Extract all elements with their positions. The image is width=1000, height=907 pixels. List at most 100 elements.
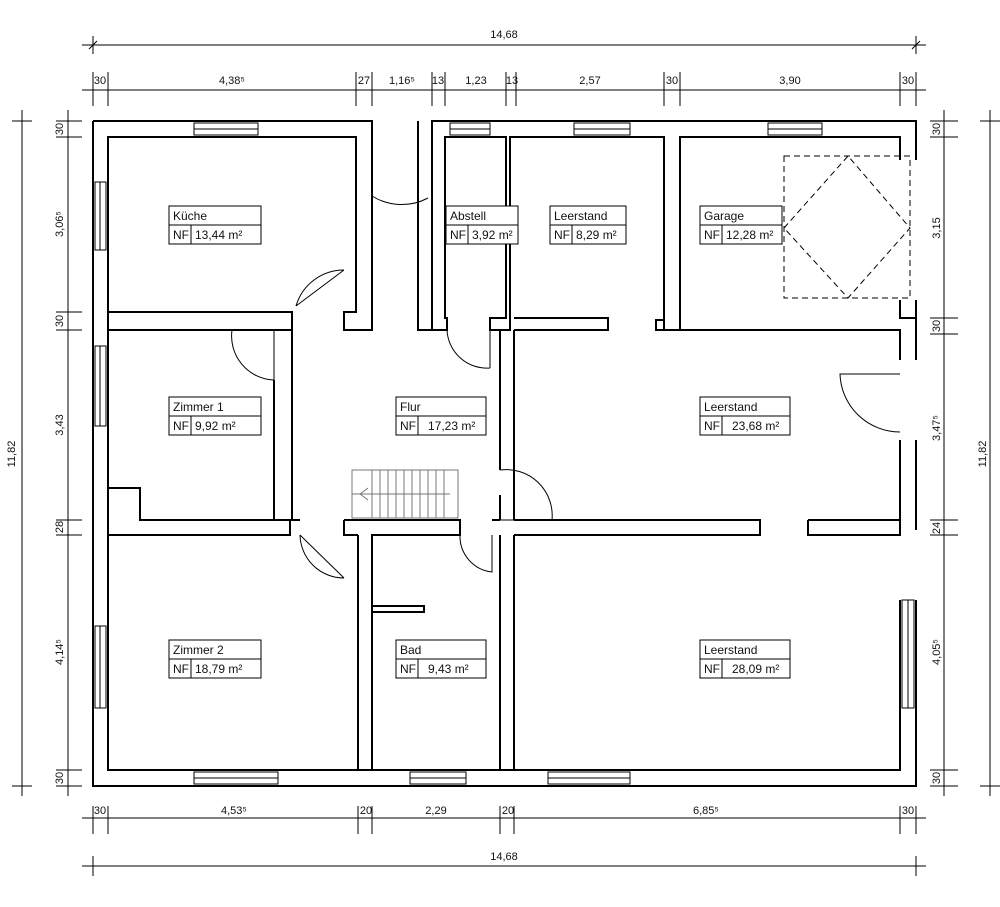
outer-wall-outline [92,120,917,787]
bottom-ticks [92,806,917,834]
room-label-leerstand-mid [699,396,791,436]
dim-top-4: 13 [432,75,444,87]
dim-top-0: 30 [94,75,106,87]
dim-left-4: 28 [54,521,66,533]
room-nf-kueche: NF [173,228,189,242]
room-label-leerstand-top [549,205,627,245]
dim-top-7: 2,57 [579,75,600,87]
room-name-garage: Garage [704,209,744,223]
inner-perimeter [107,136,916,771]
dim-right-3: 3,47⁵ [931,415,943,441]
room-area-leerstand-top: 8,29 m² [576,228,617,242]
room-area-bad: 9,43 m² [428,662,469,676]
dim-bottom-total: 14,68 [490,851,518,863]
dimension-texts: 14,68 30 4,38⁵ 27 1,16⁵ 13 1,23 13 2,57 … [6,29,989,863]
room-area-leerstand-mid: 23,68 m² [732,419,779,433]
room-label-bad [395,639,487,679]
dim-right-4: 24 [931,522,943,534]
room-label-garage [699,205,783,245]
door-abstell [446,329,491,369]
dim-left-0: 30 [54,123,66,135]
room-label-texts: Küche NF 13,44 m² Abstell NF 3,92 m² Lee… [173,209,779,676]
abstell-walls [417,121,433,331]
dim-right-total: 11,82 [977,441,989,468]
right-ticks [930,120,958,787]
room-label-zimmer2 [168,639,262,679]
walls [92,120,917,787]
dim-bottom-2: 20 [360,805,372,817]
room-label-abstell [445,205,519,245]
dim-top-total: 14,68 [490,29,518,41]
stair-arrow-icon [359,487,369,501]
dim-bottom-4: 20 [502,805,514,817]
room-name-abstell: Abstell [450,209,486,223]
dim-top-10: 30 [902,75,914,87]
dimension-lines [12,36,1000,876]
room-nf-zimmer1: NF [173,419,189,433]
stairs [351,469,459,519]
room-label-zimmer1 [168,396,262,436]
room-nf-flur: NF [400,419,416,433]
dim-right-6: 30 [931,772,943,784]
door-bad [459,534,493,573]
door-garage [783,155,911,299]
room-nf-leerstand-mid: NF [704,419,720,433]
dim-bottom-5: 6,85⁵ [693,805,719,817]
room-name-leerstand-bottom: Leerstand [704,643,757,657]
dim-left-5: 4,14⁵ [54,639,66,665]
room-nf-garage: NF [704,228,720,242]
room-nf-leerstand-bottom: NF [704,662,720,676]
room-name-leerstand-mid: Leerstand [704,400,757,414]
top-ticks [92,72,917,106]
dim-left-total: 11,82 [6,441,18,468]
room-area-garage: 12,28 m² [726,228,773,242]
dim-left-6: 30 [54,772,66,784]
room-nf-zimmer2: NF [173,662,189,676]
dim-top-6: 13 [506,75,518,87]
outer-wall [93,120,373,331]
bad-walls [372,519,901,770]
door-kueche [295,269,345,307]
dim-right-1: 3,15 [931,217,943,238]
room-name-zimmer1: Zimmer 1 [173,400,224,414]
dim-top-1: 4,38⁵ [219,75,245,87]
dim-right-2: 30 [931,320,943,332]
garage-door-swing [783,155,911,299]
dim-top-8: 30 [666,75,678,87]
room-nf-bad: NF [400,662,416,676]
dim-right-0: 30 [931,123,943,135]
room-label-flur [395,396,487,436]
door-leerstand-right [839,373,901,433]
dim-left-1: 3,06⁵ [54,211,66,237]
room-area-flur: 17,23 m² [428,419,475,433]
room-name-flur: Flur [400,400,421,414]
dim-bottom-0: 30 [94,805,106,817]
room-nf-abstell: NF [450,228,466,242]
windows [94,122,915,785]
room-area-leerstand-bottom: 28,09 m² [732,662,779,676]
leerstand-mid-walls [499,317,680,520]
room-area-zimmer2: 18,79 m² [195,662,242,676]
room-labels [168,205,791,679]
room-label-kueche [168,205,262,245]
door-entrance [371,140,429,206]
room-label-leerstand-bottom [699,639,791,679]
door-zimmer1 [231,329,275,381]
corridor-door-walls [343,312,501,520]
left-ticks [56,120,82,787]
door-zimmer2 [299,534,345,579]
dim-bottom-1: 4,53⁵ [221,805,247,817]
dim-top-5: 1,23 [465,75,486,87]
room-name-bad: Bad [400,643,421,657]
dim-top-2: 27 [358,75,370,87]
dim-right-5: 4,05⁵ [931,639,943,665]
dim-top-3: 1,16⁵ [389,75,415,87]
dim-left-3: 3,43 [54,414,66,435]
room-area-abstell: 3,92 m² [472,228,513,242]
room-name-zimmer2: Zimmer 2 [173,643,224,657]
doors [231,140,911,579]
dim-bottom-3: 2,29 [425,805,446,817]
room-name-kueche: Küche [173,209,207,223]
room-nf-leerstand-top: NF [554,228,570,242]
